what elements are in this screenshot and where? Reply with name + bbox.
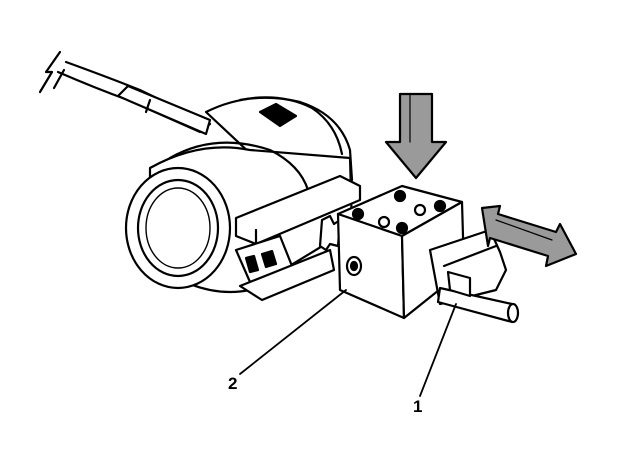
leader-line-1 — [419, 303, 457, 397]
leader-line-2 — [239, 289, 347, 375]
cable — [38, 50, 212, 136]
retaining-clip — [428, 228, 520, 324]
callout-label-2: 2 — [228, 374, 238, 393]
double-arrow-icon — [480, 204, 578, 268]
down-arrow-icon — [384, 92, 448, 180]
callout-label-1: 1 — [413, 397, 423, 416]
actuator-motor — [124, 96, 362, 302]
